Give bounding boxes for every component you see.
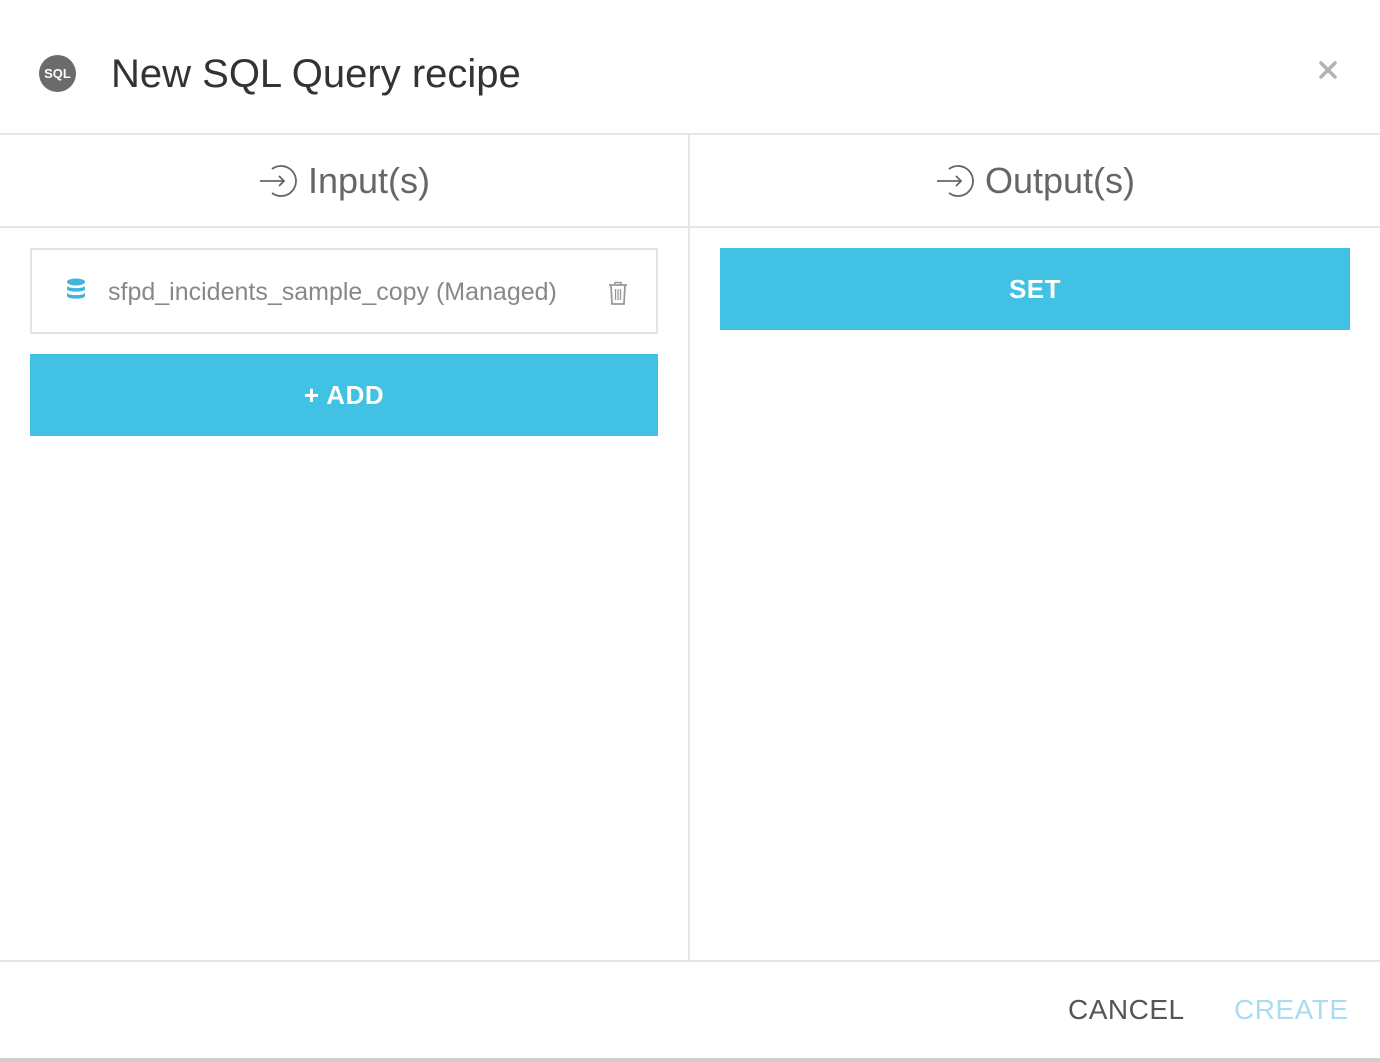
create-button[interactable]: CREATE <box>1234 992 1349 1028</box>
bottom-edge <box>0 1058 1380 1062</box>
outputs-header-label: Output(s) <box>984 159 1136 201</box>
column-divider <box>688 135 690 961</box>
add-input-button[interactable]: + ADD <box>30 354 658 436</box>
output-arrow-icon <box>935 163 975 199</box>
sql-recipe-icon: SQL <box>39 55 76 92</box>
sql-badge-text: SQL <box>44 66 71 81</box>
dialog-footer <box>0 960 1380 1060</box>
inputs-header: Input(s) <box>0 135 688 228</box>
input-dataset-label: sfpd_incidents_sample_copy (Managed) <box>108 278 557 306</box>
input-arrow-icon <box>258 163 298 199</box>
cancel-button[interactable]: CANCEL <box>1068 992 1185 1028</box>
trash-icon[interactable] <box>607 280 629 306</box>
dialog-title: New SQL Query recipe <box>111 52 521 96</box>
outputs-header: Output(s) <box>690 135 1380 228</box>
database-icon <box>67 278 85 299</box>
dialog-header: SQL New SQL Query recipe <box>0 0 1380 135</box>
set-output-button[interactable]: SET <box>720 248 1350 330</box>
input-dataset-item[interactable]: sfpd_incidents_sample_copy (Managed) <box>30 248 658 334</box>
inputs-header-label: Input(s) <box>307 159 431 201</box>
close-button[interactable] <box>1310 52 1346 88</box>
close-icon <box>1319 61 1337 79</box>
